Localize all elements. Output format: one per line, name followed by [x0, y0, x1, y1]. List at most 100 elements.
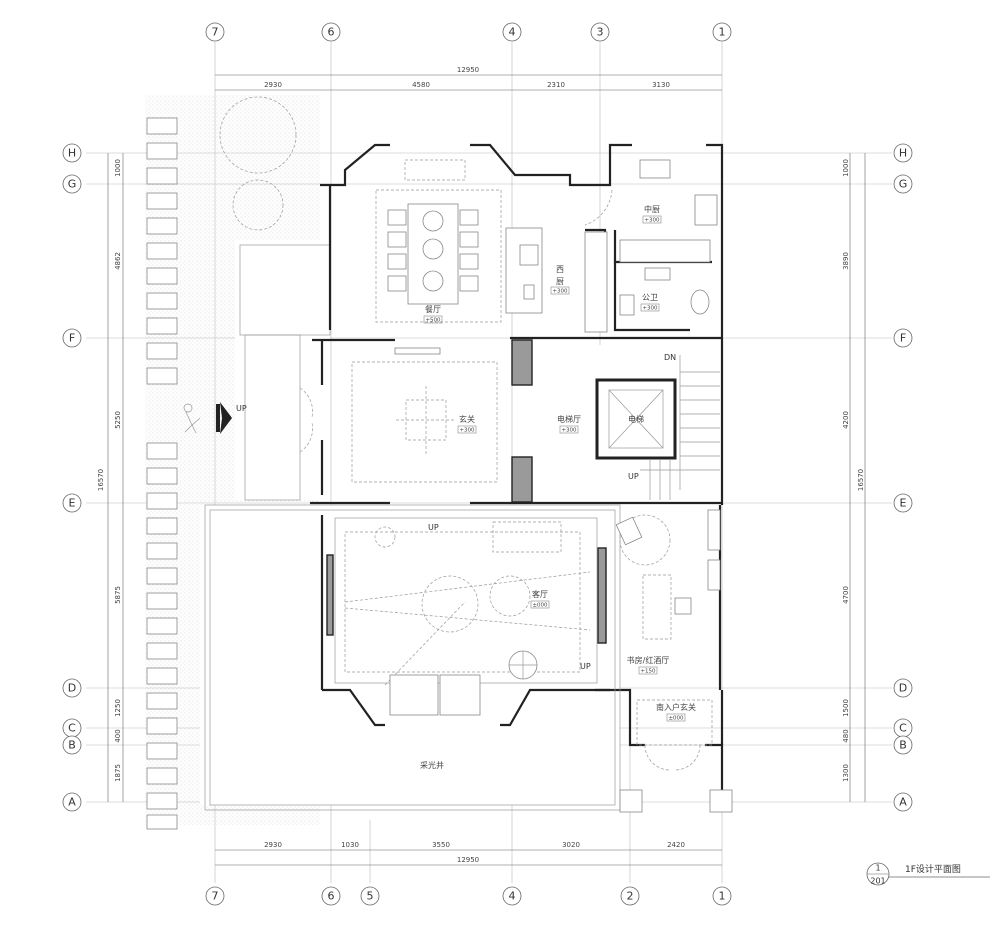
- svg-text:+300: +300: [561, 428, 577, 434]
- svg-text:D: D: [68, 682, 76, 695]
- svg-text:中厨: 中厨: [644, 204, 660, 214]
- room-labels: 餐厅 +500 西 厨 +300 中厨 +300 公卫 +300 玄关 +300…: [420, 204, 696, 770]
- svg-text:16570: 16570: [857, 469, 865, 491]
- svg-text:西: 西: [556, 265, 564, 274]
- svg-text:UP: UP: [628, 472, 639, 481]
- person-figure-icon: [183, 403, 201, 434]
- svg-text:400: 400: [114, 729, 122, 742]
- drawing-title: 1F设计平面图: [905, 863, 961, 875]
- svg-text:+300: +300: [459, 428, 475, 434]
- svg-text:F: F: [69, 332, 75, 345]
- stepping-stones: [146, 117, 178, 830]
- west-entry-doors: [299, 189, 613, 453]
- svg-text:G: G: [68, 178, 77, 191]
- svg-text:±000: ±000: [668, 716, 684, 722]
- dining-furniture: [375, 159, 502, 323]
- svg-text:7: 7: [212, 890, 219, 903]
- svg-text:4200: 4200: [842, 411, 850, 429]
- room-foyer: 玄关 +300: [457, 414, 477, 434]
- svg-text:客厅: 客厅: [532, 589, 548, 599]
- room-light-well: 采光井: [420, 760, 444, 770]
- svg-text:4: 4: [509, 890, 516, 903]
- svg-text:1500: 1500: [842, 699, 850, 717]
- svg-text:D: D: [899, 682, 907, 695]
- svg-text:3020: 3020: [562, 841, 580, 849]
- light-well: [204, 504, 733, 813]
- kitchen-furniture: [505, 159, 718, 333]
- svg-text:C: C: [68, 722, 76, 735]
- svg-text:2930: 2930: [264, 81, 282, 89]
- garden-strip: [145, 95, 620, 830]
- dimensions-right: 1000 3890 4200 4700 1500 480 1300 16570: [842, 153, 866, 802]
- svg-text:厨: 厨: [556, 277, 564, 286]
- svg-text:2420: 2420: [667, 841, 685, 849]
- svg-text:1875: 1875: [114, 764, 122, 782]
- tree-icon: [219, 96, 297, 174]
- svg-text:采光井: 采光井: [420, 760, 444, 770]
- svg-text:16570: 16570: [97, 469, 105, 491]
- svg-text:201: 201: [870, 877, 885, 886]
- svg-text:3: 3: [597, 26, 604, 39]
- svg-text:+300: +300: [642, 306, 658, 312]
- svg-text:1: 1: [875, 864, 880, 873]
- svg-text:1000: 1000: [114, 159, 122, 177]
- svg-text:UP: UP: [580, 662, 591, 671]
- dimensions-bottom: 2930 1030 3550 3020 2420 12950: [215, 841, 722, 866]
- dimensions-left: 16570 1000 4862 5250 5875 1250 400 1875: [97, 153, 124, 802]
- svg-text:3550: 3550: [432, 841, 450, 849]
- svg-text:玄关: 玄关: [459, 414, 475, 424]
- svg-text:UP: UP: [236, 404, 247, 413]
- room-elevator-lobby: 电梯厅 +300: [557, 414, 581, 434]
- svg-text:2310: 2310: [547, 81, 565, 89]
- entry-arrow-icon: [216, 402, 232, 434]
- svg-text:7: 7: [212, 26, 219, 39]
- room-living: 客厅 ±000: [530, 589, 550, 609]
- svg-text:+500: +500: [425, 318, 441, 324]
- svg-text:5: 5: [367, 890, 374, 903]
- svg-text:4580: 4580: [412, 81, 430, 89]
- svg-text:12950: 12950: [457, 856, 479, 864]
- svg-text:1300: 1300: [842, 764, 850, 782]
- svg-text:3130: 3130: [652, 81, 670, 89]
- axis-bubbles-right: H G F E D C B A: [893, 143, 913, 812]
- staircase: [640, 355, 720, 500]
- room-elevator: 电梯: [628, 414, 644, 424]
- svg-text:H: H: [899, 147, 907, 160]
- svg-text:2: 2: [627, 890, 634, 903]
- axis-bubbles-left: H G F E D C B A: [62, 143, 82, 812]
- svg-text:480: 480: [842, 729, 850, 742]
- room-south-entry: 南入户玄关 ±000: [656, 702, 696, 722]
- room-bathroom: 公卫 +300: [640, 293, 660, 312]
- drawing-title-block: 1 201 1F设计平面图: [866, 862, 990, 886]
- svg-text:4: 4: [509, 26, 516, 39]
- svg-text:2930: 2930: [264, 841, 282, 849]
- svg-text:1030: 1030: [341, 841, 359, 849]
- svg-text:1: 1: [719, 26, 726, 39]
- study-furniture: [615, 509, 721, 640]
- svg-text:南入户玄关: 南入户玄关: [656, 702, 696, 712]
- level-annotations: DN UP UP UP UP: [236, 353, 676, 671]
- svg-text:+150: +150: [640, 669, 656, 675]
- room-chinese-kitchen: 中厨 +300: [642, 204, 662, 224]
- svg-text:1: 1: [719, 890, 726, 903]
- svg-text:电梯厅: 电梯厅: [557, 414, 581, 424]
- svg-text:H: H: [68, 147, 76, 160]
- axis-bubbles-top: 7 6 4 3 1: [205, 22, 732, 42]
- svg-text:餐厅: 餐厅: [425, 305, 441, 314]
- svg-text:A: A: [899, 796, 907, 809]
- svg-text:+300: +300: [552, 289, 568, 295]
- svg-text:C: C: [899, 722, 907, 735]
- svg-text:4700: 4700: [842, 586, 850, 604]
- exterior-walls: [310, 143, 724, 805]
- svg-text:B: B: [68, 739, 76, 752]
- svg-text:E: E: [69, 497, 76, 510]
- svg-text:A: A: [68, 796, 76, 809]
- svg-text:6: 6: [328, 26, 335, 39]
- svg-text:G: G: [899, 178, 908, 191]
- svg-text:书房/红酒厅: 书房/红酒厅: [627, 655, 670, 665]
- axis-bubbles-bottom: 7 6 5 4 2 1: [205, 886, 732, 906]
- svg-text:±000: ±000: [532, 603, 548, 609]
- svg-text:电梯: 电梯: [628, 414, 644, 424]
- room-western-kitchen: 西 厨 +300: [550, 265, 570, 295]
